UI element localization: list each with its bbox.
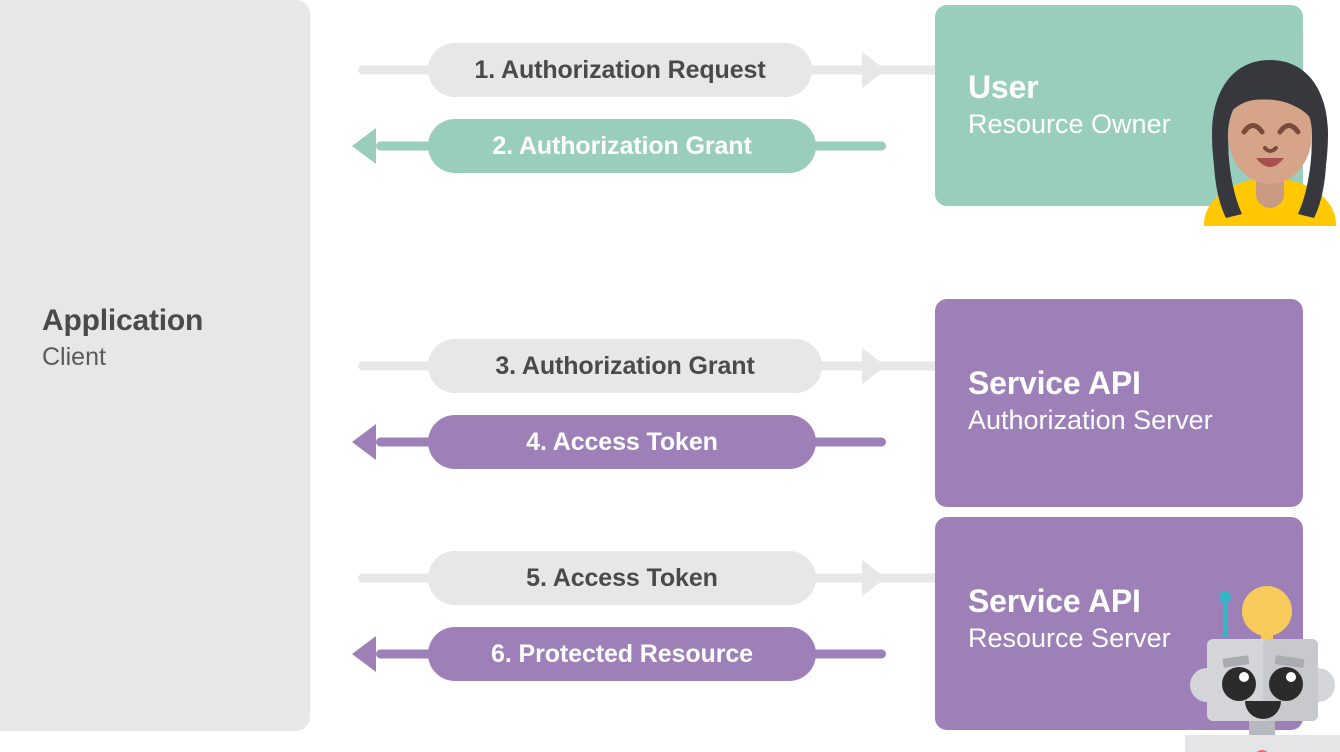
flow-pill-3[interactable]: 3. Authorization Grant bbox=[428, 339, 822, 393]
flow-row-6: 6. Protected Resource bbox=[352, 627, 886, 681]
flow-pill-6[interactable]: 6. Protected Resource bbox=[428, 627, 816, 681]
flow-label-1: 1. Authorization Request bbox=[474, 55, 766, 84]
entity-resource-server-text: Service API Resource Server bbox=[968, 583, 1171, 655]
flow-row-4: 4. Access Token bbox=[352, 415, 886, 469]
arrow-head-right-5 bbox=[862, 560, 886, 596]
application-client-panel: Application Client bbox=[0, 0, 310, 731]
flow-row-1: 1. Authorization Request bbox=[352, 43, 1214, 97]
flow-label-4: 4. Access Token bbox=[526, 427, 718, 456]
arrow-head-right-1 bbox=[862, 52, 886, 88]
arrow-head-right-3 bbox=[862, 348, 886, 384]
flow-row-3: 3. Authorization Grant bbox=[352, 339, 1214, 393]
flow-row-2: 2. Authorization Grant bbox=[352, 119, 886, 173]
arrow-head-left-6 bbox=[352, 636, 376, 672]
flow-label-3: 3. Authorization Grant bbox=[495, 351, 755, 380]
entity-auth-server-subtitle: Authorization Server bbox=[968, 405, 1213, 436]
application-title: Application bbox=[42, 304, 204, 337]
application-subtitle: Client bbox=[42, 343, 106, 372]
entity-box-user: User Resource Owner bbox=[935, 5, 1303, 206]
flow-pill-2[interactable]: 2. Authorization Grant bbox=[428, 119, 816, 173]
entity-resource-server-subtitle: Resource Server bbox=[968, 623, 1171, 654]
entity-user-subtitle: Resource Owner bbox=[968, 109, 1171, 140]
arrow-head-left-4 bbox=[352, 424, 376, 460]
flow-label-5: 5. Access Token bbox=[526, 563, 718, 592]
entity-user-text: User Resource Owner bbox=[968, 69, 1171, 141]
entity-box-resource-server: Service API Resource Server bbox=[935, 517, 1303, 730]
flow-pill-4[interactable]: 4. Access Token bbox=[428, 415, 816, 469]
flow-pill-5[interactable]: 5. Access Token bbox=[428, 551, 816, 605]
entity-auth-server-title: Service API bbox=[968, 365, 1141, 401]
entity-user-title: User bbox=[968, 69, 1039, 105]
flow-label-2: 2. Authorization Grant bbox=[492, 131, 752, 160]
entity-auth-server-text: Service API Authorization Server bbox=[968, 365, 1213, 437]
application-client-text: Application Client bbox=[42, 303, 292, 372]
flow-row-5: 5. Access Token bbox=[352, 551, 1214, 605]
flow-pill-1[interactable]: 1. Authorization Request bbox=[428, 43, 812, 97]
flow-label-6: 6. Protected Resource bbox=[491, 639, 753, 668]
arrow-head-left-2 bbox=[352, 128, 376, 164]
entity-resource-server-title: Service API bbox=[968, 583, 1141, 619]
entity-box-authorization-server: Service API Authorization Server bbox=[935, 299, 1303, 507]
